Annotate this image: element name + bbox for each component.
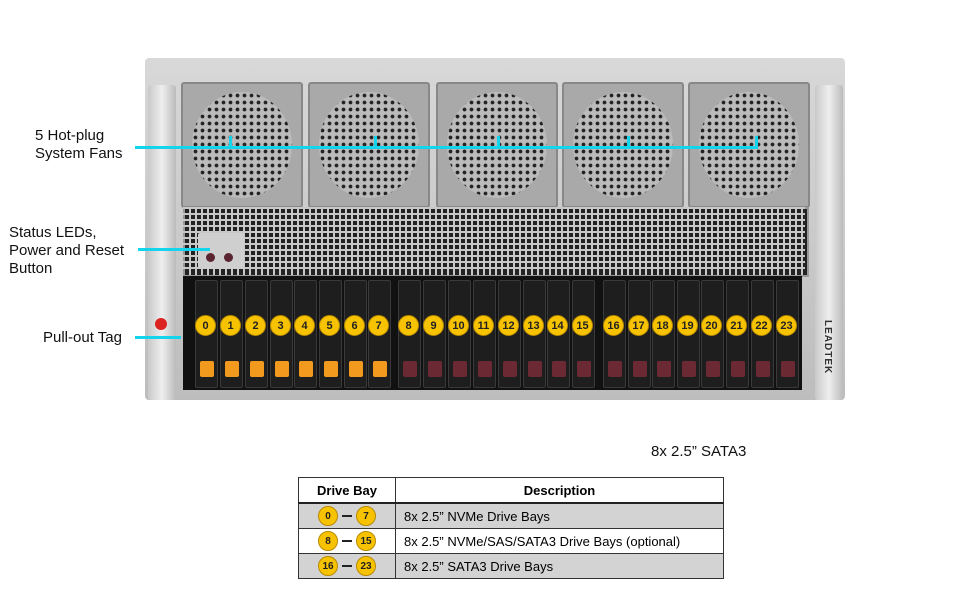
reset-button[interactable]: [224, 253, 233, 262]
drive-latch[interactable]: [633, 361, 647, 377]
drive-latch[interactable]: [299, 361, 313, 377]
drive-bay-number-badge: 9: [423, 315, 444, 336]
header-drive-bay: Drive Bay: [298, 477, 396, 504]
drive-latch[interactable]: [453, 361, 467, 377]
control-panel: [198, 233, 244, 269]
drive-latch[interactable]: [275, 361, 289, 377]
drive-bay-number-badge: 13: [523, 315, 544, 336]
drive-latch[interactable]: [756, 361, 770, 377]
drive-latch[interactable]: [403, 361, 417, 377]
drive-bay-number-badge: 12: [498, 315, 519, 336]
fan-1: [181, 82, 303, 208]
drive-bay-number-badge: 11: [473, 315, 494, 336]
drive-latch[interactable]: [225, 361, 239, 377]
drive-latch[interactable]: [552, 361, 566, 377]
drive-latch[interactable]: [657, 361, 671, 377]
header-description: Description: [395, 477, 724, 504]
drive-bay-number-badge: 4: [294, 315, 315, 336]
drive-bay-number-badge: 21: [726, 315, 747, 336]
drive-bay-number-badge: 14: [547, 315, 568, 336]
status-callout-line: [138, 248, 210, 251]
caption: 8x 2.5” SATA3: [651, 443, 747, 460]
drive-bay-number-badge: 0: [195, 315, 216, 336]
drive-latch[interactable]: [428, 361, 442, 377]
right-rack-ear: [815, 85, 843, 400]
drive-latch[interactable]: [731, 361, 745, 377]
drive-latch[interactable]: [478, 361, 492, 377]
fan-4: [562, 82, 684, 208]
fan-2: [308, 82, 430, 208]
drive-latch[interactable]: [200, 361, 214, 377]
drive-bay-number-badge: 17: [628, 315, 649, 336]
drive-bay-number-badge: 10: [448, 315, 469, 336]
power-icon: [155, 318, 167, 330]
drive-bay-number-badge: 6: [344, 315, 365, 336]
drive-latch[interactable]: [528, 361, 542, 377]
drive-latch[interactable]: [706, 361, 720, 377]
drive-bay-number-badge: 3: [270, 315, 291, 336]
drive-latch[interactable]: [349, 361, 363, 377]
drive-bay-number-badge: 2: [245, 315, 266, 336]
brand-logo: LEADTEK: [822, 320, 833, 375]
drive-bay-number-badge: 22: [751, 315, 772, 336]
drive-latch[interactable]: [577, 361, 591, 377]
drive-bay-number-badge: 5: [319, 315, 340, 336]
fan-3: [436, 82, 558, 208]
fan-5: [688, 82, 810, 208]
pull-tag-callout-label: Pull-out Tag: [43, 329, 122, 346]
power-button[interactable]: [206, 253, 215, 262]
drive-bay-number-badge: 1: [220, 315, 241, 336]
drive-latch[interactable]: [324, 361, 338, 377]
drive-bay-number-badge: 23: [776, 315, 797, 336]
drive-bay-number-badge: 19: [677, 315, 698, 336]
drive-bay-number-badge: 15: [572, 315, 593, 336]
drive-latch[interactable]: [781, 361, 795, 377]
drive-bay-16[interactable]: [603, 280, 626, 388]
drive-bay-number-badge: 16: [603, 315, 624, 336]
drive-latch[interactable]: [608, 361, 622, 377]
drive-latch[interactable]: [250, 361, 264, 377]
left-rack-ear: [148, 85, 176, 400]
drive-latch[interactable]: [503, 361, 517, 377]
drive-latch[interactable]: [373, 361, 387, 377]
drive-latch[interactable]: [682, 361, 696, 377]
drive-bay-number-badge: 8: [398, 315, 419, 336]
pull-tag-callout-line: [135, 336, 181, 339]
fans-callout-line: [135, 146, 758, 149]
drive-bay-number-badge: 20: [701, 315, 722, 336]
drive-bay-number-badge: 18: [652, 315, 673, 336]
drive-bay-number-badge: 7: [368, 315, 389, 336]
